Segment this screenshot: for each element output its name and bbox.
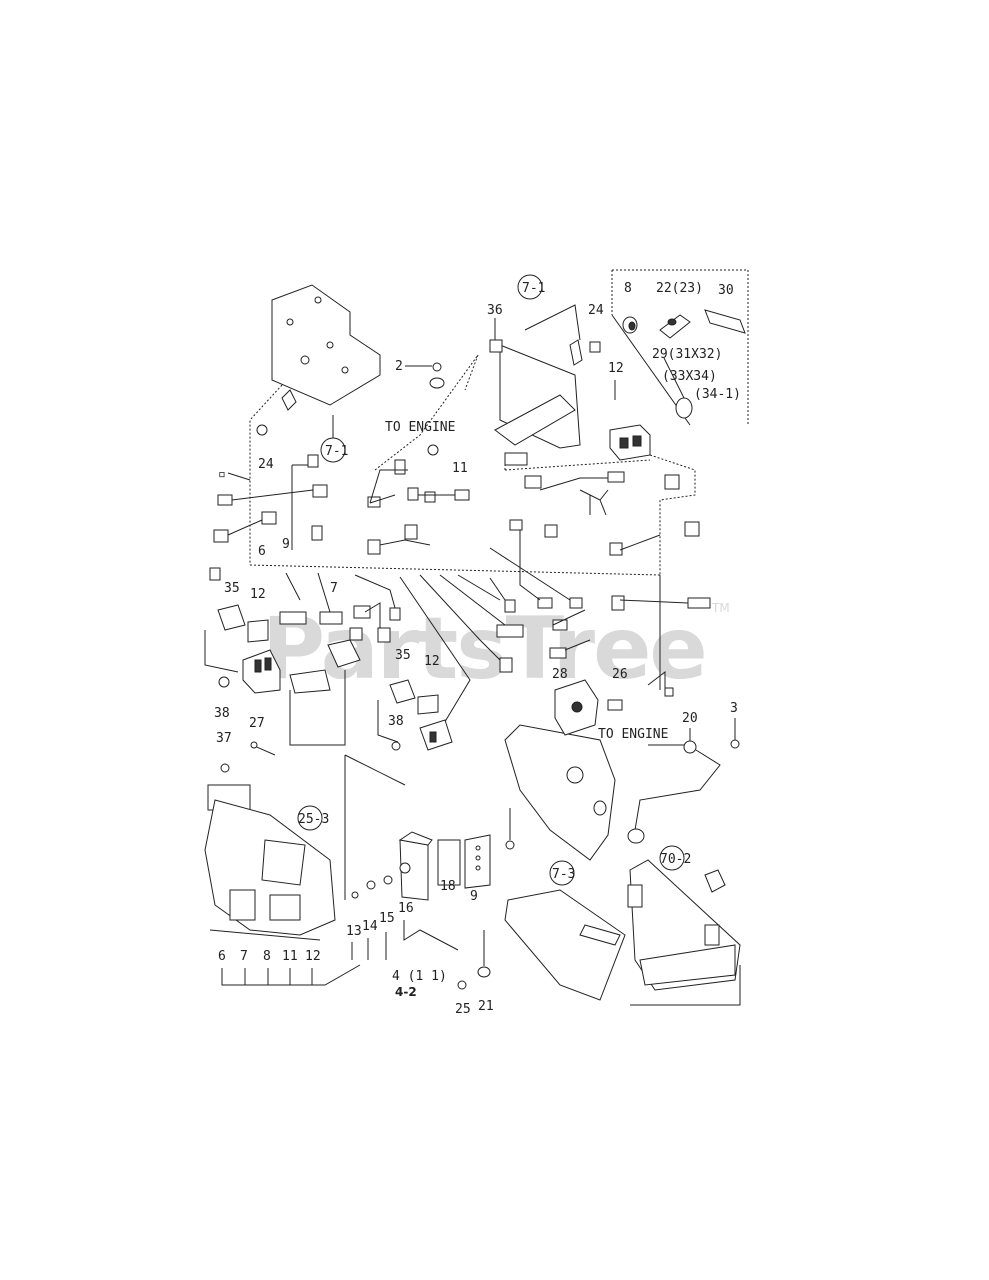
harness-connectors xyxy=(209,452,711,697)
label-28: 28 xyxy=(552,667,568,682)
label-35-mid: 35 xyxy=(395,648,411,663)
label-to-engine-1: TO ENGINE xyxy=(385,420,455,435)
label-b12: 12 xyxy=(305,949,321,964)
label-37: 37 xyxy=(216,731,232,746)
bottom-bracket xyxy=(504,889,626,1001)
label-16: 16 xyxy=(398,901,414,916)
ref-25-3: 25-3 xyxy=(298,812,329,827)
label-36: 36 xyxy=(487,303,503,318)
lower-housing xyxy=(204,799,336,941)
label-38-mid: 38 xyxy=(388,714,404,729)
label-to-engine-2: TO ENGINE xyxy=(598,727,668,742)
label-9-small: 9 xyxy=(282,537,290,552)
label-inset-30: 30 xyxy=(718,283,734,298)
control-module xyxy=(398,808,515,901)
label-b8: 8 xyxy=(263,949,271,964)
label-4-11: 4 (1 1) xyxy=(392,969,447,984)
relay-mid-right xyxy=(377,679,453,751)
label-12-mid: 12 xyxy=(424,654,440,669)
top-middle-bracket xyxy=(489,304,583,449)
label-6-left: 6 xyxy=(258,544,266,559)
label-13: 13 xyxy=(346,924,362,939)
inset-box xyxy=(611,269,749,426)
label-38-left: 38 xyxy=(214,706,230,721)
label-inset-22: 22(23) xyxy=(656,281,703,296)
label-b6: 6 xyxy=(218,949,226,964)
ref-7-1-top: 7-1 xyxy=(522,281,545,296)
label-14: 14 xyxy=(362,919,378,934)
label-inset-33: (33X34) xyxy=(662,369,717,384)
label-b11: 11 xyxy=(282,949,298,964)
label-20: 20 xyxy=(682,711,698,726)
label-4-2: 4-2 xyxy=(395,985,417,999)
ref-70-2: 70-2 xyxy=(660,852,691,867)
label-27: 27 xyxy=(249,716,265,731)
ref-7-3: 7-3 xyxy=(552,867,575,882)
relay-left xyxy=(204,604,281,694)
label-35-left: 35 xyxy=(224,581,240,596)
left-bracket-panel xyxy=(271,284,381,411)
small-bolts xyxy=(351,862,411,899)
label-25: 25 xyxy=(455,1002,471,1017)
label-7-mid: 7 xyxy=(330,581,338,596)
label-3: 3 xyxy=(730,701,738,716)
svg-text:▫: ▫ xyxy=(218,467,226,482)
ref-7-1-left: 7-1 xyxy=(325,444,348,459)
harness-lines: ▫ xyxy=(218,464,689,731)
battery xyxy=(627,859,741,1006)
label-b7: 7 xyxy=(240,949,248,964)
label-24-top: 24 xyxy=(588,303,604,318)
relay-mid xyxy=(289,639,361,746)
label-inset-34: (34-1) xyxy=(694,387,741,402)
label-11: 11 xyxy=(452,461,468,476)
label-inset-8: 8 xyxy=(624,281,632,296)
label-26: 26 xyxy=(612,667,628,682)
label-2: 2 xyxy=(395,359,403,374)
label-18: 18 xyxy=(440,879,456,894)
watermark-tm: TM xyxy=(711,601,730,615)
engine-mount-plate xyxy=(504,679,623,861)
label-15: 15 xyxy=(379,911,395,926)
label-12-right: 12 xyxy=(608,361,624,376)
label-21: 21 xyxy=(478,999,494,1014)
label-24-left: 24 xyxy=(258,457,274,472)
label-12-left: 12 xyxy=(250,587,266,602)
label-inset-29: 29(31X32) xyxy=(652,347,722,362)
label-9-mid: 9 xyxy=(470,889,478,904)
connector-block-right xyxy=(609,424,651,461)
